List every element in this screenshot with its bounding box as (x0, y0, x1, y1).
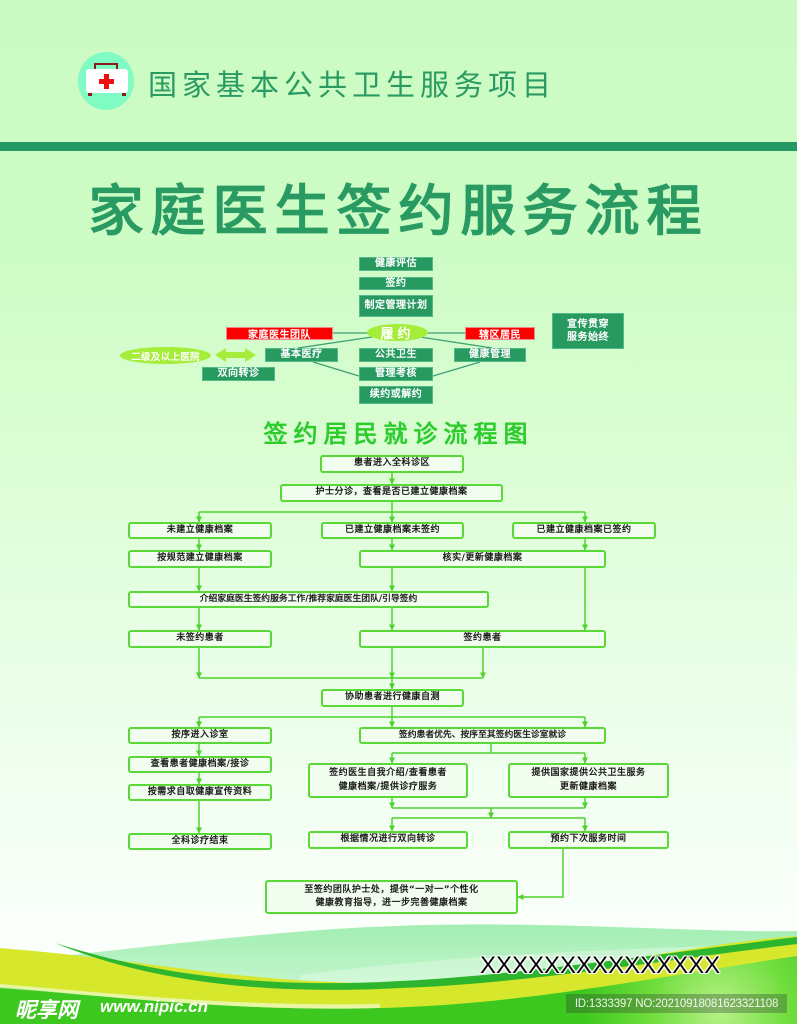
flow-node-enter-room: 按序进入诊室 (128, 727, 272, 744)
project-title: 国家基本公共卫生服务项目 (148, 68, 557, 102)
decorative-waves (0, 924, 797, 1024)
resident-label: 辖区居民 (465, 327, 535, 341)
double-arrow-icon (215, 348, 256, 362)
flow-node-doctor-service: 签约医生自我介绍/查看患者 健康档案/提供诊疗服务 (308, 763, 468, 798)
flow-node-visit-end: 全科诊疗结束 (128, 833, 272, 850)
flow-node-priority-visit: 签约患者优先、按序至其签约医生诊室就诊 (359, 727, 606, 744)
flow-node-record-unsigned: 已建立健康档案未签约 (321, 522, 464, 539)
flow-node-verify-record: 核实/更新健康档案 (359, 550, 606, 568)
flow-node-no-record: 未建立健康档案 (128, 522, 272, 539)
flow-node-health-education: 至签约团队护士处，提供“一对一”个性化 健康教育指导，进一步完善健康档案 (265, 880, 518, 914)
flow-node-self-test: 协助患者进行健康自测 (321, 689, 464, 707)
flow-node-introduce-service: 介绍家庭医生签约服务工作/推荐家庭医生团队/引导签约 (128, 591, 489, 608)
flow-node-referral: 根据情况进行双向转诊 (308, 831, 468, 849)
flow-node-record-signed: 已建立健康档案已签约 (512, 522, 656, 539)
medical-kit-icon (86, 63, 128, 96)
publicity-note: 宣传贯穿 服务始终 (552, 313, 624, 349)
flow-chart-title: 签约居民就诊流程图 (263, 419, 534, 448)
service-health-management: 健康管理 (454, 348, 526, 362)
service-public-health: 公共卫生 (359, 348, 433, 362)
flow-node-unsigned-patient: 未签约患者 (128, 630, 272, 648)
step-management-review: 管理考核 (359, 367, 433, 381)
page-title: 家庭医生签约服务流程 (88, 178, 709, 243)
flow-node-public-health-service: 提供国家提供公共卫生服务 更新健康档案 (508, 763, 669, 798)
two-way-referral-label: 双向转诊 (202, 367, 275, 381)
flow-node-view-record: 查看患者健康档案/接诊 (128, 756, 272, 773)
watermark-logo: 昵享网 (15, 998, 78, 1022)
family-doctor-team-label: 家庭医生团队 (226, 327, 333, 341)
watermark-url: www.nipic.cn (100, 997, 208, 1016)
step-sign-contract: 签约 (359, 277, 433, 290)
header-divider (0, 142, 797, 151)
secondary-hospital-node: 二级及以上医院 (120, 347, 211, 364)
flow-node-signed-patient: 签约患者 (359, 630, 606, 648)
flow-node-next-appointment: 预约下次服务时间 (508, 831, 669, 849)
step-health-assessment: 健康评估 (359, 257, 433, 271)
flow-node-nurse-triage: 护士分诊，查看是否已建立健康档案 (280, 484, 503, 502)
flow-node-take-materials: 按需求自取健康宣传资料 (128, 784, 272, 801)
flow-node-enter-clinic: 患者进入全科诊区 (320, 455, 464, 473)
placeholder-text: XXXXXXXXXXXXXXX (480, 952, 721, 979)
medical-kit-badge (78, 52, 134, 110)
contract-fulfillment-node: 履约 (367, 324, 428, 342)
step-management-plan: 制定管理计划 (359, 295, 433, 317)
image-id-badge: ID:1333397 NO:20210918081623321108 (566, 994, 787, 1013)
step-renew-or-terminate: 续约或解约 (359, 386, 433, 404)
service-basic-medical: 基本医疗 (265, 348, 338, 362)
flow-node-create-record: 按规范建立健康档案 (128, 550, 272, 568)
